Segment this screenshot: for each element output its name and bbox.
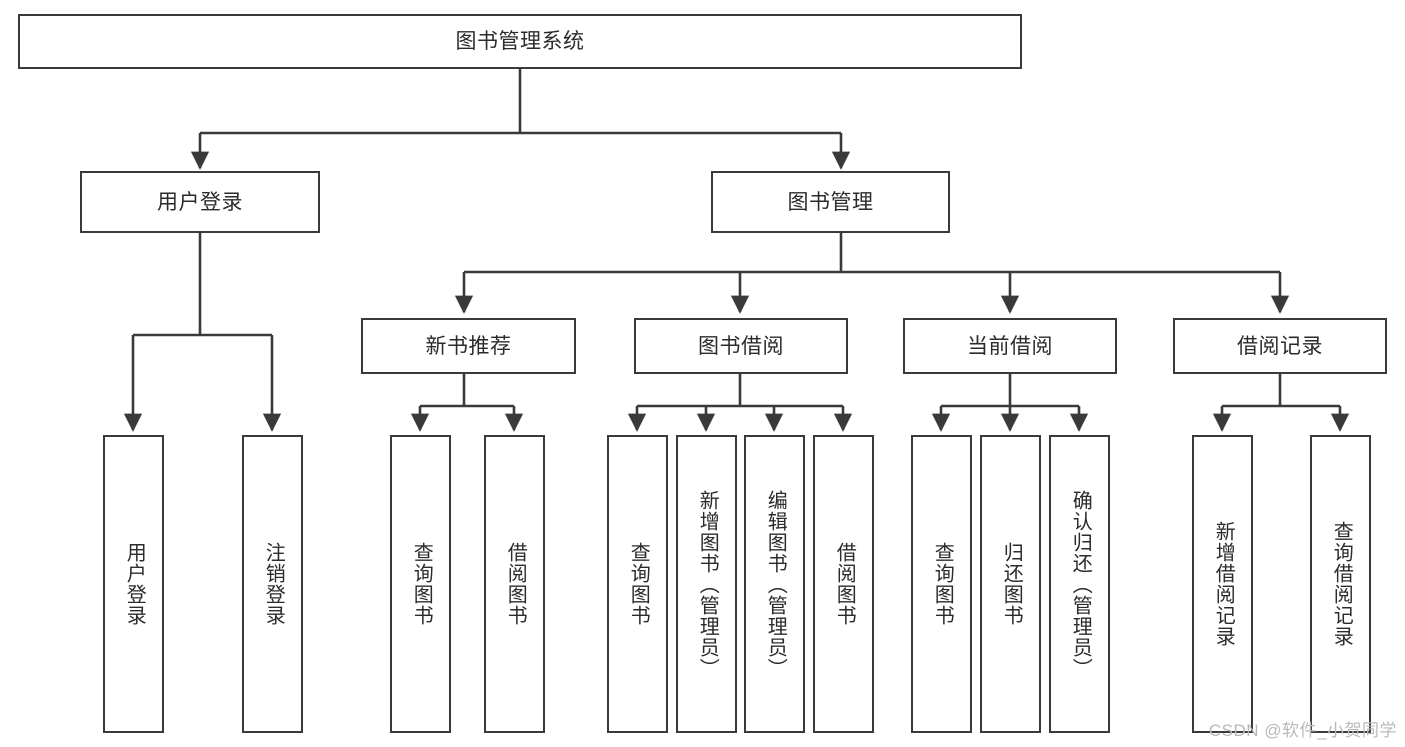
node-leaf-cur-query-label: 查询图书 (931, 542, 954, 626)
node-leaf-record-add[interactable]: 新增借阅记录 (1192, 435, 1253, 733)
node-new-book-rec[interactable]: 新书推荐 (361, 318, 576, 374)
watermark-text: CSDN @软件_小贺同学 (1208, 721, 1397, 740)
node-book-mgmt-label: 图书管理 (787, 190, 874, 214)
node-leaf-record-search[interactable]: 查询借阅记录 (1310, 435, 1371, 733)
node-book-borrow[interactable]: 图书借阅 (634, 318, 848, 374)
node-leaf-borrow-query[interactable]: 查询图书 (607, 435, 668, 733)
node-new-book-rec-label: 新书推荐 (425, 334, 512, 358)
node-leaf-borrow-edit[interactable]: 编辑图书（管理员） (744, 435, 805, 733)
node-leaf-cur-confirm[interactable]: 确认归还（管理员） (1049, 435, 1110, 733)
node-borrow-record[interactable]: 借阅记录 (1173, 318, 1387, 374)
node-leaf-rec-query-label: 查询图书 (410, 542, 433, 626)
node-leaf-user-logout-label: 注销登录 (262, 542, 285, 626)
node-leaf-record-add-label: 新增借阅记录 (1212, 521, 1235, 647)
node-leaf-user-login[interactable]: 用户登录 (103, 435, 164, 733)
node-current-borrow[interactable]: 当前借阅 (903, 318, 1117, 374)
node-leaf-cur-confirm-label: 确认归还（管理员） (1069, 489, 1092, 679)
node-leaf-rec-borrow[interactable]: 借阅图书 (484, 435, 545, 733)
node-root-label: 图书管理系统 (455, 30, 585, 53)
node-leaf-user-logout[interactable]: 注销登录 (242, 435, 303, 733)
node-leaf-borrow-add[interactable]: 新增图书（管理员） (676, 435, 737, 733)
node-leaf-cur-query[interactable]: 查询图书 (911, 435, 972, 733)
node-leaf-rec-borrow-label: 借阅图书 (504, 542, 527, 626)
node-user-login[interactable]: 用户登录 (80, 171, 320, 233)
node-leaf-borrow-lend[interactable]: 借阅图书 (813, 435, 874, 733)
node-leaf-record-search-label: 查询借阅记录 (1330, 521, 1353, 647)
node-leaf-borrow-lend-label: 借阅图书 (833, 542, 856, 626)
node-book-mgmt[interactable]: 图书管理 (711, 171, 950, 233)
node-leaf-borrow-query-label: 查询图书 (627, 542, 650, 626)
node-root[interactable]: 图书管理系统 (18, 14, 1022, 69)
node-user-login-label: 用户登录 (157, 190, 243, 214)
node-leaf-cur-return-label: 归还图书 (1000, 542, 1023, 626)
node-borrow-record-label: 借阅记录 (1237, 334, 1323, 358)
node-leaf-user-login-label: 用户登录 (123, 542, 146, 626)
node-leaf-borrow-edit-label: 编辑图书（管理员） (764, 489, 787, 679)
node-leaf-borrow-add-label: 新增图书（管理员） (696, 489, 719, 679)
node-book-borrow-label: 图书借阅 (698, 334, 784, 358)
node-leaf-rec-query[interactable]: 查询图书 (390, 435, 451, 733)
node-leaf-cur-return[interactable]: 归还图书 (980, 435, 1041, 733)
node-current-borrow-label: 当前借阅 (967, 334, 1053, 358)
